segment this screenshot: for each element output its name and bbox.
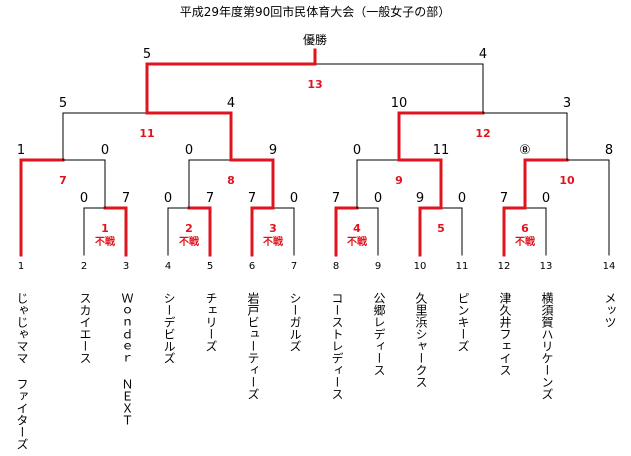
match-number: 5 bbox=[437, 222, 445, 235]
team-seed: 11 bbox=[456, 261, 469, 272]
match-score: 7 bbox=[122, 191, 130, 206]
match-score: 9 bbox=[416, 191, 424, 206]
team-name: チェリーズ bbox=[204, 292, 218, 352]
team-name: 久里浜シャークス bbox=[414, 292, 428, 388]
match-score: 0 bbox=[185, 143, 193, 158]
match-score: 7 bbox=[206, 191, 214, 206]
team-seed: 5 bbox=[207, 261, 213, 272]
team-name: ピンキーズ bbox=[456, 292, 470, 352]
team-name: じゃじゃママ ファイターズ bbox=[15, 292, 29, 450]
team-seed: 10 bbox=[414, 261, 427, 272]
match-score: 4 bbox=[227, 96, 235, 111]
team-name: 横須賀ハリケーンズ bbox=[540, 292, 554, 400]
team-seed: 8 bbox=[333, 261, 339, 272]
match-score: 0 bbox=[80, 191, 88, 206]
walkover-label: 不戦 bbox=[263, 235, 284, 248]
team-seed: 13 bbox=[540, 261, 553, 272]
match-score: ⑧ bbox=[519, 143, 531, 158]
bracket-lines bbox=[19, 48, 610, 257]
champion-label: 優勝 bbox=[303, 32, 327, 47]
team-seed: 2 bbox=[81, 261, 87, 272]
match-score: 9 bbox=[269, 143, 277, 158]
match-number: 2 bbox=[185, 222, 193, 235]
team-seed: 7 bbox=[291, 261, 297, 272]
team-name: 岩戸ビューティーズ bbox=[246, 292, 260, 400]
team-seed: 6 bbox=[249, 261, 255, 272]
match-score: 0 bbox=[290, 191, 298, 206]
team-name: 津久井フェイス bbox=[498, 292, 512, 376]
match-number: 7 bbox=[59, 174, 67, 187]
match-number: 1 bbox=[101, 222, 109, 235]
match-number: 11 bbox=[139, 127, 154, 140]
match-score: 4 bbox=[479, 47, 487, 62]
walkover-label: 不戦 bbox=[347, 235, 368, 248]
team-name: Ｗｏｎｄｅｒ ＮＥＸＴ bbox=[120, 292, 134, 426]
match-score: 0 bbox=[101, 143, 109, 158]
match-number: 3 bbox=[269, 222, 277, 235]
walkover-label: 不戦 bbox=[515, 235, 536, 248]
match-score: 7 bbox=[332, 191, 340, 206]
team-name: メッツ bbox=[603, 292, 617, 328]
match-score: 8 bbox=[605, 143, 613, 158]
walkover-label: 不戦 bbox=[95, 235, 116, 248]
match-number: 10 bbox=[559, 174, 575, 187]
match-number: 8 bbox=[227, 174, 235, 187]
match-number: 13 bbox=[307, 78, 322, 91]
match-number: 9 bbox=[395, 174, 403, 187]
team-seed: 12 bbox=[498, 261, 511, 272]
team-seed: 4 bbox=[165, 261, 171, 272]
team-name: シーデビルズ bbox=[162, 292, 176, 364]
match-score: 0 bbox=[458, 191, 466, 206]
match-score: 1 bbox=[17, 143, 25, 158]
match-number: 12 bbox=[475, 127, 490, 140]
team-name: コーストレディース bbox=[330, 292, 344, 400]
page-title: 平成29年度第90回市民体育大会（一般女子の部） bbox=[180, 4, 451, 19]
team-seed: 3 bbox=[123, 261, 129, 272]
match-score: 0 bbox=[164, 191, 172, 206]
match-number: 6 bbox=[521, 222, 529, 235]
match-score: 3 bbox=[563, 96, 571, 111]
team-seed: 14 bbox=[603, 261, 616, 272]
match-number: 4 bbox=[353, 222, 361, 235]
team-name: スカイエース bbox=[78, 292, 92, 364]
team-name: シーガルズ bbox=[288, 292, 302, 352]
team-seed: 9 bbox=[375, 261, 381, 272]
match-score: 7 bbox=[500, 191, 508, 206]
match-score: 11 bbox=[433, 143, 450, 158]
walkover-label: 不戦 bbox=[179, 235, 200, 248]
match-score: 0 bbox=[353, 143, 361, 158]
match-score: 5 bbox=[143, 47, 151, 62]
match-score: 7 bbox=[248, 191, 256, 206]
match-score: 0 bbox=[374, 191, 382, 206]
team-seed: 1 bbox=[18, 261, 24, 272]
match-score: 10 bbox=[391, 96, 408, 111]
match-score: 5 bbox=[59, 96, 67, 111]
team-name: 公郷レディース bbox=[372, 292, 386, 376]
match-score: 0 bbox=[542, 191, 550, 206]
